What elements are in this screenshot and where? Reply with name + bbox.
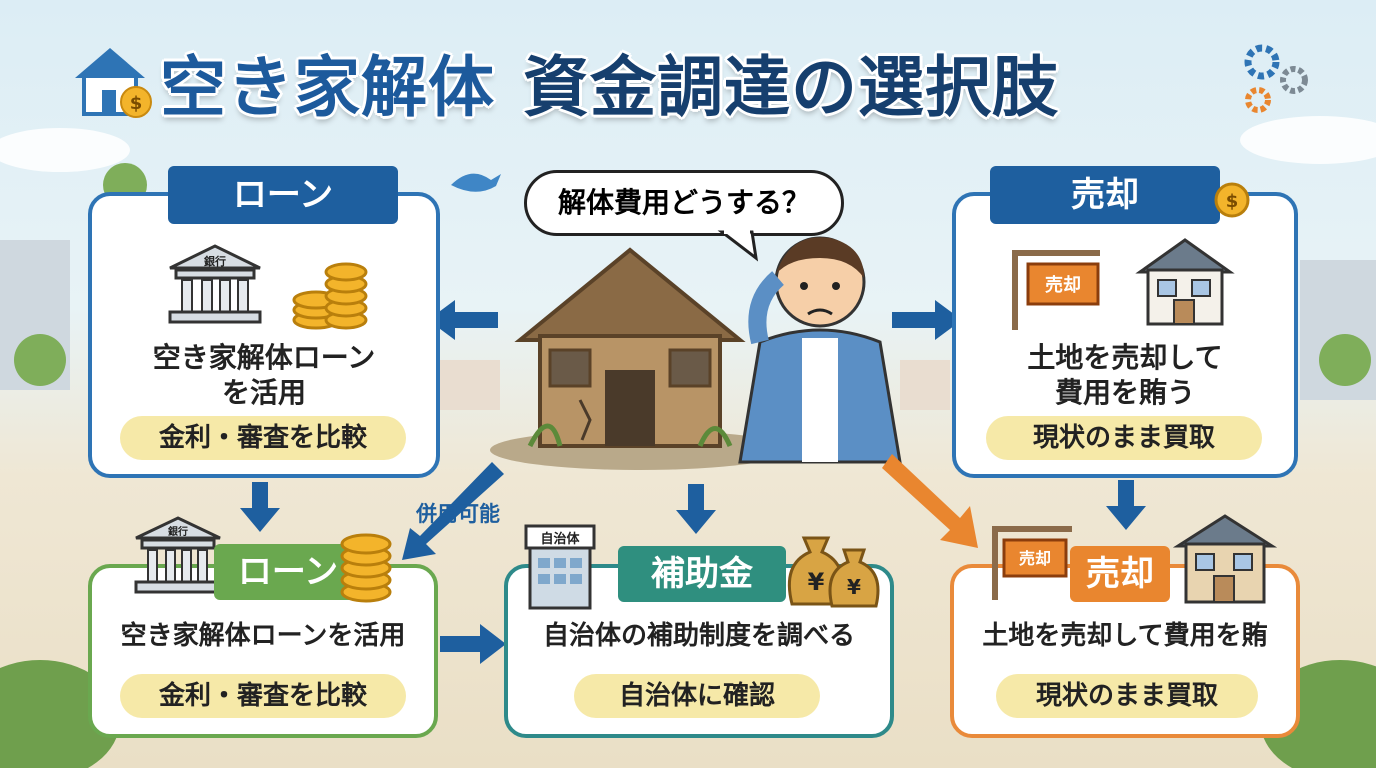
loan-top-text-line2: を活用: [221, 376, 306, 409]
worried-man-illustration: [738, 236, 902, 464]
gear-icon: [1244, 44, 1308, 113]
loan-top-text-line1: 空き家解体ローン: [152, 341, 376, 374]
yen-symbol: ¥: [847, 575, 861, 599]
combined-use-note: 併用可能: [416, 502, 500, 526]
sale-top-pill: 現状のまま買取: [986, 416, 1262, 460]
sale-sign-text: 売却: [1045, 274, 1081, 296]
sale-bottom-header: 売却: [1070, 546, 1170, 602]
cloud: [1240, 116, 1376, 164]
house-icon: [1135, 238, 1235, 326]
title-sub: 資金調達の選択肢: [523, 49, 1059, 126]
loan-bottom-text: 空き家解体ローンを活用: [120, 621, 406, 651]
city-hall-icon: 自治体: [524, 524, 596, 610]
subsidy-pill: 自治体に確認: [574, 674, 820, 718]
loan-top-header: ローン: [168, 166, 398, 224]
background-house: [440, 360, 500, 410]
page-title: 空き家解体資金調達の選択肢: [160, 34, 1059, 130]
title-main: 空き家解体: [160, 49, 495, 126]
loan-bottom-header: ローン: [214, 544, 362, 600]
coin-stack-icon: [340, 533, 392, 603]
for-sale-sign-icon: 売却: [992, 526, 1072, 600]
dollar-coin-icon: $: [1214, 182, 1250, 218]
sale-top-text: 土地を売却して 費用を賄う: [962, 340, 1288, 410]
money-bag-icon: ¥ ¥: [787, 536, 880, 608]
sale-top-text-line1: 土地を売却して: [1027, 341, 1223, 374]
subsidy-text: 自治体の補助制度を調べる: [542, 621, 855, 651]
cloud: [0, 128, 130, 172]
abandoned-house-illustration: [514, 247, 746, 448]
tree: [1319, 334, 1371, 386]
speech-bubble: 解体費用どうする？: [524, 170, 844, 236]
arrow-down-center: [676, 484, 716, 534]
coin-stack-icon: [292, 262, 368, 330]
speech-bubble-tail: [717, 228, 759, 262]
house-coin-icon: $: [75, 48, 152, 118]
sale-bottom-text: 土地を売却して費用を賄: [982, 621, 1268, 651]
arrow-orange-diagonal: [882, 454, 978, 548]
background-house: [900, 360, 950, 410]
coin-symbol: $: [1226, 191, 1239, 212]
arrow-down-right: [1106, 480, 1146, 530]
house-icon: [1172, 514, 1278, 604]
city-hall-sign: 自治体: [540, 531, 580, 547]
arrow-down-left: [240, 482, 280, 532]
bird-icon: [451, 173, 501, 192]
loan-bottom-pill: 金利・審査を比較: [120, 674, 406, 718]
bank-icon: 銀行: [134, 516, 222, 594]
sale-bottom-pill: 現状のまま買取: [996, 674, 1258, 718]
loan-top-text: 空き家解体ローン を活用: [100, 340, 428, 410]
subsidy-header: 補助金: [618, 546, 786, 602]
arrow-left: [428, 300, 498, 340]
coin-symbol: $: [130, 93, 143, 114]
sale-sign-text: 売却: [1019, 549, 1051, 568]
tree: [14, 334, 66, 386]
bank-sign: 銀行: [168, 525, 188, 538]
arrow-bottom-right: [440, 624, 506, 664]
sale-top-text-line2: 費用を賄う: [1054, 376, 1195, 409]
arrow-diagonal-combined: [402, 462, 504, 560]
bank-icon: 銀行: [168, 244, 262, 324]
for-sale-sign-icon: 売却: [1012, 250, 1100, 330]
arrow-right: [892, 300, 962, 340]
loan-top-pill: 金利・審査を比較: [120, 416, 406, 460]
yen-symbol: ¥: [808, 568, 825, 596]
sale-top-header: 売却: [990, 166, 1220, 224]
bank-sign: 銀行: [204, 254, 226, 268]
